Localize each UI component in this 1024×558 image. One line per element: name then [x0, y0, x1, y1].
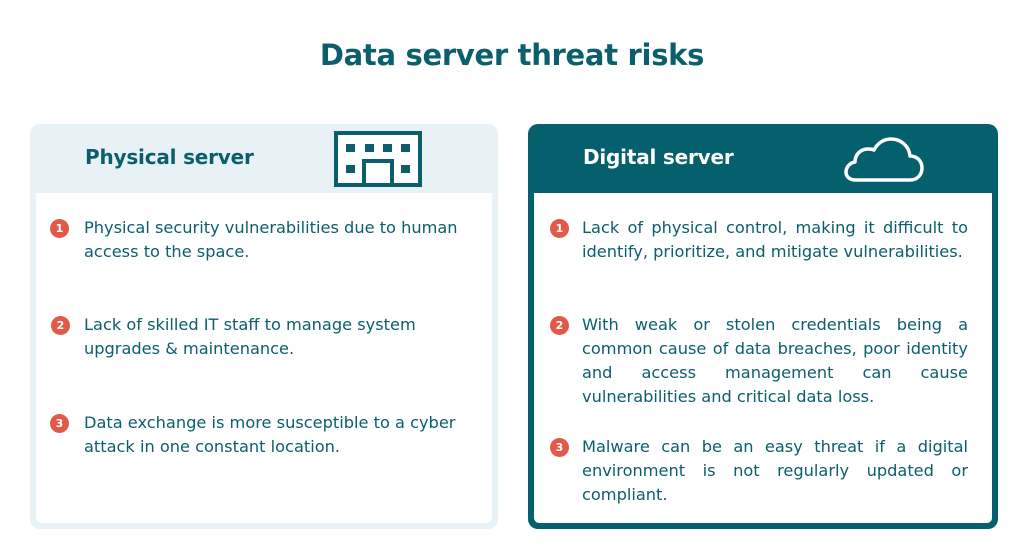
number-badge: 2 [51, 316, 70, 335]
card-title: Physical server [85, 145, 254, 169]
number-badge: 3 [550, 438, 569, 457]
item-text: Lack of physical control, making it diff… [582, 218, 968, 261]
card-header: Digital server [528, 124, 998, 193]
item-text: Lack of skilled IT staff to manage syste… [84, 315, 416, 358]
item-text: Malware can be an easy threat if a digit… [582, 437, 968, 504]
item-text: Physical security vulnerabilities due to… [84, 218, 458, 261]
cloud-icon [844, 137, 924, 182]
number-badge: 3 [50, 414, 69, 433]
page-title: Data server threat risks [319, 38, 705, 72]
card-header: Physical server [30, 124, 498, 193]
building-icon [334, 131, 422, 187]
number-badge: 2 [550, 316, 569, 335]
item-text: Data exchange is more susceptible to a c… [84, 413, 456, 456]
card-body: 1 Lack of physical control, making it di… [534, 193, 992, 523]
digital-server-card: Digital server 1 Lack of physical contro… [528, 124, 998, 529]
item-text: With weak or stolen credentials being a … [582, 315, 968, 406]
number-badge: 1 [550, 219, 569, 238]
physical-server-card: Physical server 1 Physical security vuln… [30, 124, 498, 529]
card-body: 1 Physical security vulnerabilities due … [36, 193, 492, 523]
number-badge: 1 [50, 219, 69, 238]
card-title: Digital server [583, 145, 734, 169]
